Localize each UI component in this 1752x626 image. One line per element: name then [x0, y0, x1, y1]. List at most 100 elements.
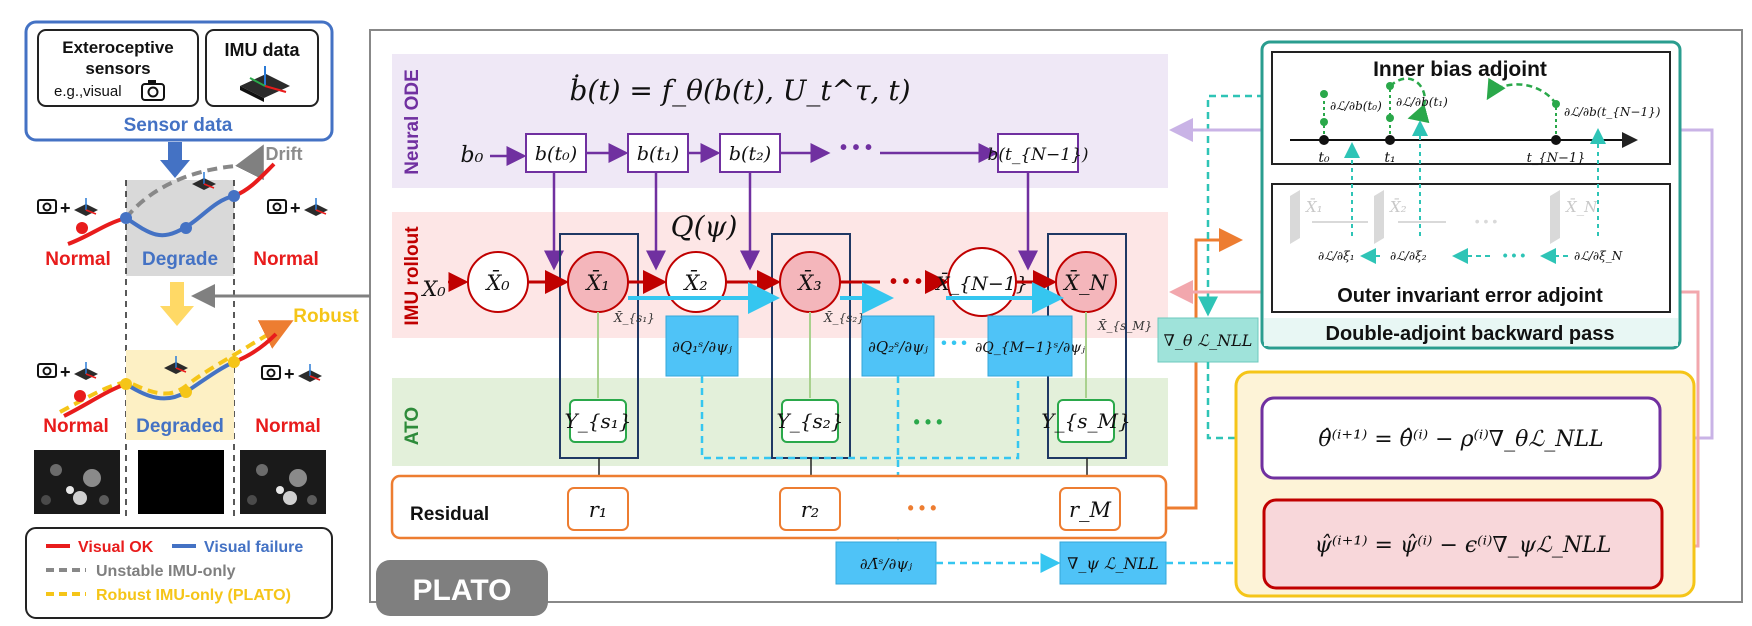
camera-frame-normal-left: [34, 450, 120, 514]
observation-M-label: Y_{s_M}: [1041, 409, 1130, 433]
dlambda-label: ∂Λ̄ˢ/∂ψⱼ: [860, 555, 912, 573]
exteroceptive-example: e.g.,visual: [54, 83, 122, 100]
adjoint-curve: [1389, 77, 1430, 124]
normal-trajectory-bottom-right: [233, 332, 278, 364]
residual-M: [1059, 487, 1121, 531]
svg-text:+: +: [290, 198, 301, 218]
imu-rollout-band-label: IMU rollout: [402, 226, 423, 326]
dlambda-box: [835, 541, 937, 585]
dq-box-M1-label: ∂Q_{M−1}ˢ/∂ψⱼ: [975, 340, 1085, 356]
inner-term-2: ∂ℒ/∂b(t₁): [1396, 95, 1448, 109]
outer-adjoint-title: Outer invariant error adjoint: [1337, 285, 1603, 307]
inner-adjoint-box: [1271, 51, 1671, 165]
normal-label-top-left: Normal: [45, 249, 110, 270]
traj-point: [180, 222, 192, 234]
adjoint-point: [1320, 118, 1328, 126]
psi-update-box: [1262, 498, 1664, 590]
exteroceptive-box: [37, 29, 199, 107]
time-tick-t0: [1319, 135, 1329, 145]
observation-1-label: Y_{s₁}: [565, 409, 632, 433]
observation-1: [569, 399, 627, 443]
dq-ellipsis: • • •: [941, 335, 967, 352]
legend-visual-failure: Visual failure: [204, 539, 303, 556]
left-panel: Exteroceptive sensors e.g.,visual IMU da…: [24, 20, 359, 619]
neural-ode-band-label: Neural ODE: [402, 69, 423, 175]
svg-text:+: +: [60, 198, 71, 218]
adjoint-curve: [1486, 77, 1558, 105]
sample-label-1: X̄_{s₁}: [613, 310, 655, 325]
b0-label: b₀: [461, 143, 484, 168]
dq-box-1-label: ∂Q₁ˢ/∂ψⱼ: [672, 338, 732, 356]
residual-2-label: r₂: [801, 498, 819, 522]
imu-data-title: IMU data: [224, 40, 300, 60]
outer-faded-1: X̄₁: [1305, 198, 1323, 216]
plato-badge: [376, 560, 548, 616]
sample-label-2: X̄_{s₂}: [823, 310, 865, 325]
camera-imu-icon-top-left: +: [37, 198, 98, 218]
outer-faded-N: X̄_N: [1565, 198, 1598, 216]
camera-icon: [141, 80, 165, 101]
dq-box-2: [861, 315, 935, 377]
traj-point: [120, 212, 132, 224]
outer-term-N: ∂ℒ/∂ξ_N: [1574, 249, 1623, 263]
normal-label-bottom-right: Normal: [255, 416, 320, 437]
svg-text:+: +: [60, 362, 71, 382]
observation-2-label: Y_{s₂}: [777, 409, 844, 433]
state-node-2-label: X̄₂: [682, 270, 707, 295]
grad-psi-box: [1059, 541, 1167, 585]
psi-update-equation: ψ̂⁽ⁱ⁺¹⁾ = ψ̂⁽ⁱ⁾ − ϵ⁽ⁱ⁾∇_ψℒ_NLL: [1315, 533, 1612, 558]
grad-psi-label: ∇_ψ ℒ_NLL: [1067, 554, 1159, 573]
bias-ellipsis: • • •: [840, 137, 872, 159]
degrade-label: Degrade: [142, 249, 218, 270]
residual-label: Residual: [410, 504, 489, 525]
svg-text:+: +: [284, 364, 295, 384]
residual-ellipsis: • • •: [908, 498, 937, 518]
bias-node-tN1-label: b(t_{N−1}): [987, 145, 1088, 165]
camera-imu-icon-bottom-left: +: [37, 362, 98, 382]
legend-visual-ok: Visual OK: [78, 539, 154, 556]
ato-band: [392, 378, 1168, 466]
legend-box: [25, 527, 333, 619]
outer-term-1: ∂ℒ/∂ξ₁: [1318, 249, 1355, 263]
time-label-t0: t₀: [1318, 150, 1330, 166]
dq-box-2-label: ∂Q₂ˢ/∂ψⱼ: [868, 338, 928, 356]
state-node-N-label: X̄_N: [1062, 270, 1108, 295]
normal-trajectory-bottom-left: [63, 382, 127, 418]
drift-trajectory: [124, 144, 264, 220]
normal-trajectory-right: [233, 162, 276, 198]
state-node-1-label: X̄₁: [584, 270, 609, 295]
residual-1: [567, 487, 629, 531]
svg-text:• • •: • • •: [1475, 213, 1498, 229]
state-node-3-label: X̄₃: [796, 270, 821, 295]
adjoint-caption: Double-adjoint backward pass: [1326, 323, 1615, 345]
legend-robust: Robust IMU-only (PLATO): [96, 587, 291, 604]
state-ellipsis: • • •: [890, 271, 922, 293]
ode-equation: ḃ(t) = f_θ(b(t), U_t^τ, t): [569, 73, 910, 107]
exteroceptive-title-2: sensors: [85, 59, 150, 78]
drift-label: Drift: [266, 144, 303, 164]
imu-icon-degrade-top: [192, 172, 216, 190]
traj-point: [120, 378, 132, 390]
sensor-data-caption: Sensor data: [124, 115, 233, 136]
exteroceptive-title-1: Exteroceptive: [62, 38, 174, 57]
traj-point: [228, 190, 240, 202]
time-tick-tN1: [1551, 135, 1561, 145]
traj-point: [76, 222, 88, 234]
outer-faded-2: X̄₂: [1389, 198, 1407, 216]
adjoint-caption-band: [1264, 318, 1678, 346]
outer-ellipsis: • • •: [1503, 247, 1526, 263]
traj-point: [74, 390, 86, 402]
time-tick-t1: [1385, 135, 1395, 145]
observation-2: [781, 399, 839, 443]
bias-node-t2: [719, 133, 781, 173]
adjoint-to-grad-theta: [1198, 94, 1264, 317]
residual-M-label: r_M: [1069, 498, 1112, 522]
q-psi-label: Q(ψ): [671, 210, 738, 243]
state-node-N1-label: X̄_{N−1}: [934, 272, 1028, 295]
camera-imu-icon-top-right: +: [267, 198, 328, 218]
plato-badge-label: PLATO: [413, 574, 512, 607]
residual-to-grad-theta: [1166, 228, 1243, 510]
imu-icon-degraded-bottom: [164, 356, 188, 374]
